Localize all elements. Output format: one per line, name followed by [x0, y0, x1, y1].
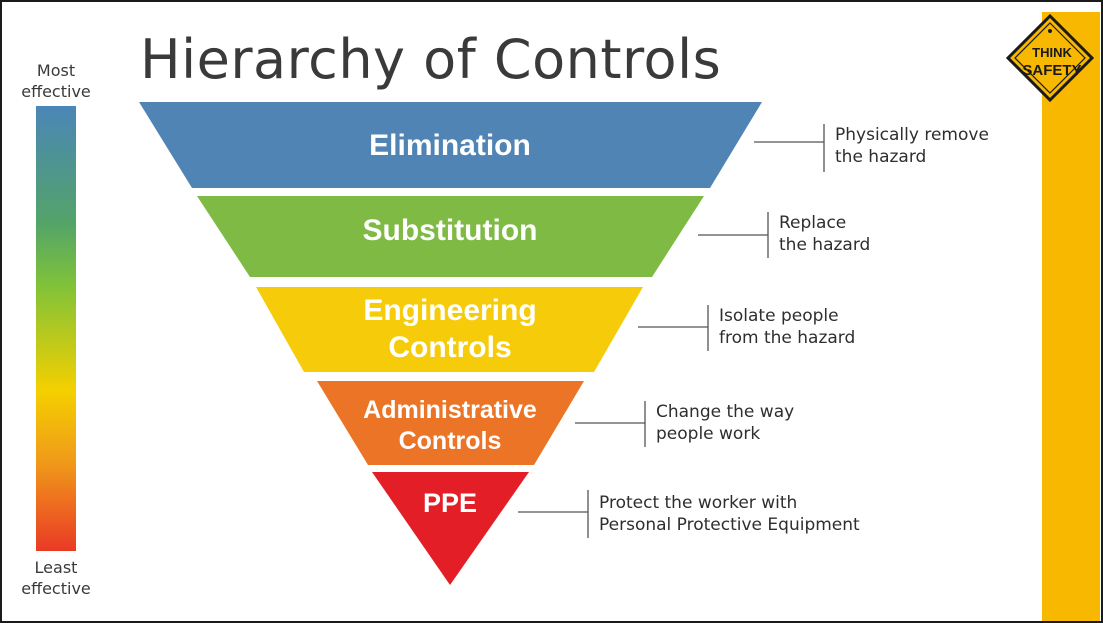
description-engineering-line-1: Isolate people [719, 306, 839, 326]
level-engineering-label-line-2: Controls [388, 331, 511, 364]
description-administrative-line-1: Change the way [656, 402, 795, 422]
think-safety-sign-shape [1005, 13, 1095, 103]
think-safety-sign-inner-border [1014, 22, 1086, 94]
level-substitution-band [197, 196, 704, 277]
level-engineering-band [256, 287, 643, 372]
level-ppe-label: PPE [423, 488, 477, 518]
description-engineering: Isolate people from the hazard [719, 305, 855, 349]
level-elimination-band [139, 102, 762, 188]
effectiveness-gradient-bar [36, 106, 76, 551]
description-administrative: Change the way people work [656, 401, 794, 445]
think-safety-line-1: THINK [1032, 45, 1072, 60]
least-effective-label-line-1: Least [34, 558, 78, 577]
most-effective-label-line-1: Most [36, 61, 76, 80]
level-elimination-label: Elimination [369, 129, 531, 162]
accent-stripe [1042, 12, 1100, 621]
description-ppe-line-1: Protect the worker with [599, 493, 798, 513]
level-substitution-label: Substitution [363, 214, 538, 247]
description-administrative-line-2: people work [656, 424, 761, 444]
exclamation-icon [1048, 29, 1052, 33]
most-effective-label: Most effective [8, 60, 104, 102]
description-substitution-line-2: the hazard [779, 235, 871, 255]
slide-title: Hierarchy of Controls [140, 28, 722, 91]
level-administrative-label-line-2: Controls [399, 427, 502, 455]
level-administrative-label-line-1: Administrative [363, 396, 537, 424]
description-substitution-line-1: Replace [779, 213, 847, 233]
least-effective-label: Least effective [8, 557, 104, 599]
level-administrative-band [317, 381, 584, 465]
think-safety-line-2: SAFETY [1022, 62, 1081, 79]
description-elimination: Physically remove the hazard [835, 124, 989, 168]
level-engineering-label-line-1: Engineering [363, 294, 536, 327]
think-safety-badge: THINK SAFETY [1005, 13, 1095, 103]
description-ppe: Protect the worker with Personal Protect… [599, 492, 860, 536]
description-elimination-line-2: the hazard [835, 147, 927, 167]
description-engineering-line-2: from the hazard [719, 328, 856, 348]
most-effective-label-line-2: effective [21, 82, 91, 101]
description-substitution: Replace the hazard [779, 212, 870, 256]
level-ppe-band [372, 472, 529, 585]
description-ppe-line-2: Personal Protective Equipment [599, 515, 860, 535]
least-effective-label-line-2: effective [21, 579, 91, 598]
description-elimination-line-1: Physically remove [835, 125, 989, 145]
